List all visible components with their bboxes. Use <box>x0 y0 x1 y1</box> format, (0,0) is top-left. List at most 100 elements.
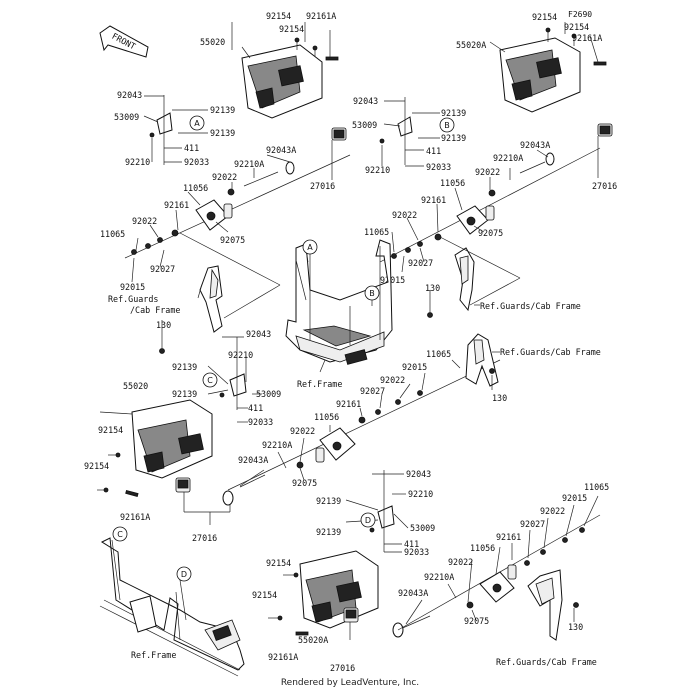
label-92043A: 92043A <box>520 140 550 150</box>
label-53009: 53009 <box>410 523 435 533</box>
label-55020: 55020 <box>200 37 225 47</box>
label-92161: 92161 <box>164 200 189 210</box>
frame-center <box>285 239 393 373</box>
credit-footer: Rendered by LeadVenture, Inc. <box>280 678 420 688</box>
label-53009: 53009 <box>114 112 139 122</box>
label-92161: 92161 <box>496 532 521 542</box>
label-55020A: 55020A <box>298 635 328 645</box>
labels-top-right: 92154 92154 92161A 55020A 92043 92139 53… <box>352 12 617 311</box>
label-27016: 27016 <box>330 663 355 673</box>
callout-B-label: B <box>444 121 450 130</box>
label-411: 411 <box>404 539 419 549</box>
callout-A-frame: A <box>302 239 318 255</box>
label-92043A: 92043A <box>398 588 428 598</box>
label-11056: 11056 <box>314 412 339 422</box>
callout-C-label: C <box>207 376 213 385</box>
label-92210A: 92210A <box>493 153 523 163</box>
assembly-top-right <box>379 22 613 318</box>
label-11056: 11056 <box>183 183 208 193</box>
assembly-middle-left <box>97 333 501 525</box>
label-92139: 92139 <box>441 133 466 143</box>
label-92022: 92022 <box>132 216 157 226</box>
callout-C-top: C <box>202 372 218 388</box>
labels-middle-left: 92043 92210 92139 55020 92139 53009 411 … <box>84 329 601 543</box>
label-92139: 92139 <box>316 496 341 506</box>
ref-guards-cab-frame: Ref.Guards/Cab Frame <box>500 347 601 357</box>
label-92154: 92154 <box>252 590 277 600</box>
label-92022: 92022 <box>212 172 237 182</box>
label-11056: 11056 <box>470 543 495 553</box>
assembly-bottom-right <box>268 470 601 641</box>
label-11065: 11065 <box>584 482 609 492</box>
label-92161: 92161 <box>336 399 361 409</box>
label-411: 411 <box>248 403 263 413</box>
label-92027: 92027 <box>408 258 433 268</box>
label-92154: 92154 <box>279 24 304 34</box>
label-92154: 92154 <box>266 11 291 21</box>
callout-B-frame-label: B <box>369 289 375 298</box>
label-55020A: 55020A <box>456 40 486 50</box>
ref-frame-bottom: Ref.Frame <box>131 650 176 660</box>
label-92154: 92154 <box>532 12 557 22</box>
label-92139: 92139 <box>172 362 197 372</box>
label-92033: 92033 <box>184 157 209 167</box>
callout-C-frame: C <box>112 526 128 542</box>
label-92154: 92154 <box>266 558 291 568</box>
label-92022: 92022 <box>475 167 500 177</box>
label-11065: 11065 <box>100 229 125 239</box>
label-92043: 92043 <box>353 96 378 106</box>
label-92210A: 92210A <box>234 159 264 169</box>
label-92139: 92139 <box>316 527 341 537</box>
label-92022: 92022 <box>540 506 565 516</box>
ref-guards-cab-frame: Ref.Guards/Cab Frame <box>480 301 581 311</box>
label-11065: 11065 <box>364 227 389 237</box>
label-411: 411 <box>184 143 199 153</box>
label-92015: 92015 <box>562 493 587 503</box>
label-92161A: 92161A <box>120 512 150 522</box>
label-92210: 92210 <box>408 489 433 499</box>
label-92027: 92027 <box>150 264 175 274</box>
label-92075: 92075 <box>220 235 245 245</box>
callout-D-label: D <box>365 516 371 525</box>
label-92210: 92210 <box>125 157 150 167</box>
label-130: 130 <box>156 320 171 330</box>
assembly-top-left <box>124 22 351 354</box>
label-92043: 92043 <box>406 469 431 479</box>
label-92033: 92033 <box>404 547 429 557</box>
label-92022: 92022 <box>392 210 417 220</box>
label-92154: 92154 <box>98 425 123 435</box>
label-92210: 92210 <box>228 350 253 360</box>
label-92043A: 92043A <box>238 455 268 465</box>
label-92161A: 92161A <box>268 652 298 662</box>
label-27016: 27016 <box>192 533 217 543</box>
labels-bottom-right: 92043 92210 92139 53009 92139 411 92033 … <box>252 469 609 673</box>
label-92015: 92015 <box>120 282 145 292</box>
label-92154: 92154 <box>84 461 109 471</box>
label-92139: 92139 <box>210 128 235 138</box>
figure-code: F2690 <box>568 10 592 19</box>
label-130: 130 <box>492 393 507 403</box>
label-92043A: 92043A <box>266 145 296 155</box>
callout-D-frame: D <box>176 566 192 582</box>
ref-frame-center: Ref.Frame <box>297 379 342 389</box>
label-27016: 27016 <box>310 181 335 191</box>
ref-guards-cab-frame-a: Ref.Guards <box>108 294 158 304</box>
callout-B-frame: B <box>364 285 380 301</box>
label-92154: 92154 <box>564 22 589 32</box>
label-53009: 53009 <box>256 389 281 399</box>
label-92015: 92015 <box>380 275 405 285</box>
callout-D-frame-label: D <box>181 570 187 579</box>
label-55020: 55020 <box>123 381 148 391</box>
callout-B-top: B <box>439 117 455 133</box>
label-92022: 92022 <box>448 557 473 567</box>
label-92210A: 92210A <box>262 440 292 450</box>
label-92027: 92027 <box>520 519 545 529</box>
label-92033: 92033 <box>426 162 451 172</box>
label-92027: 92027 <box>360 386 385 396</box>
label-92043: 92043 <box>117 90 142 100</box>
label-92015: 92015 <box>402 362 427 372</box>
label-92161: 92161 <box>421 195 446 205</box>
label-130: 130 <box>568 622 583 632</box>
frame-bottom-left <box>99 537 245 677</box>
